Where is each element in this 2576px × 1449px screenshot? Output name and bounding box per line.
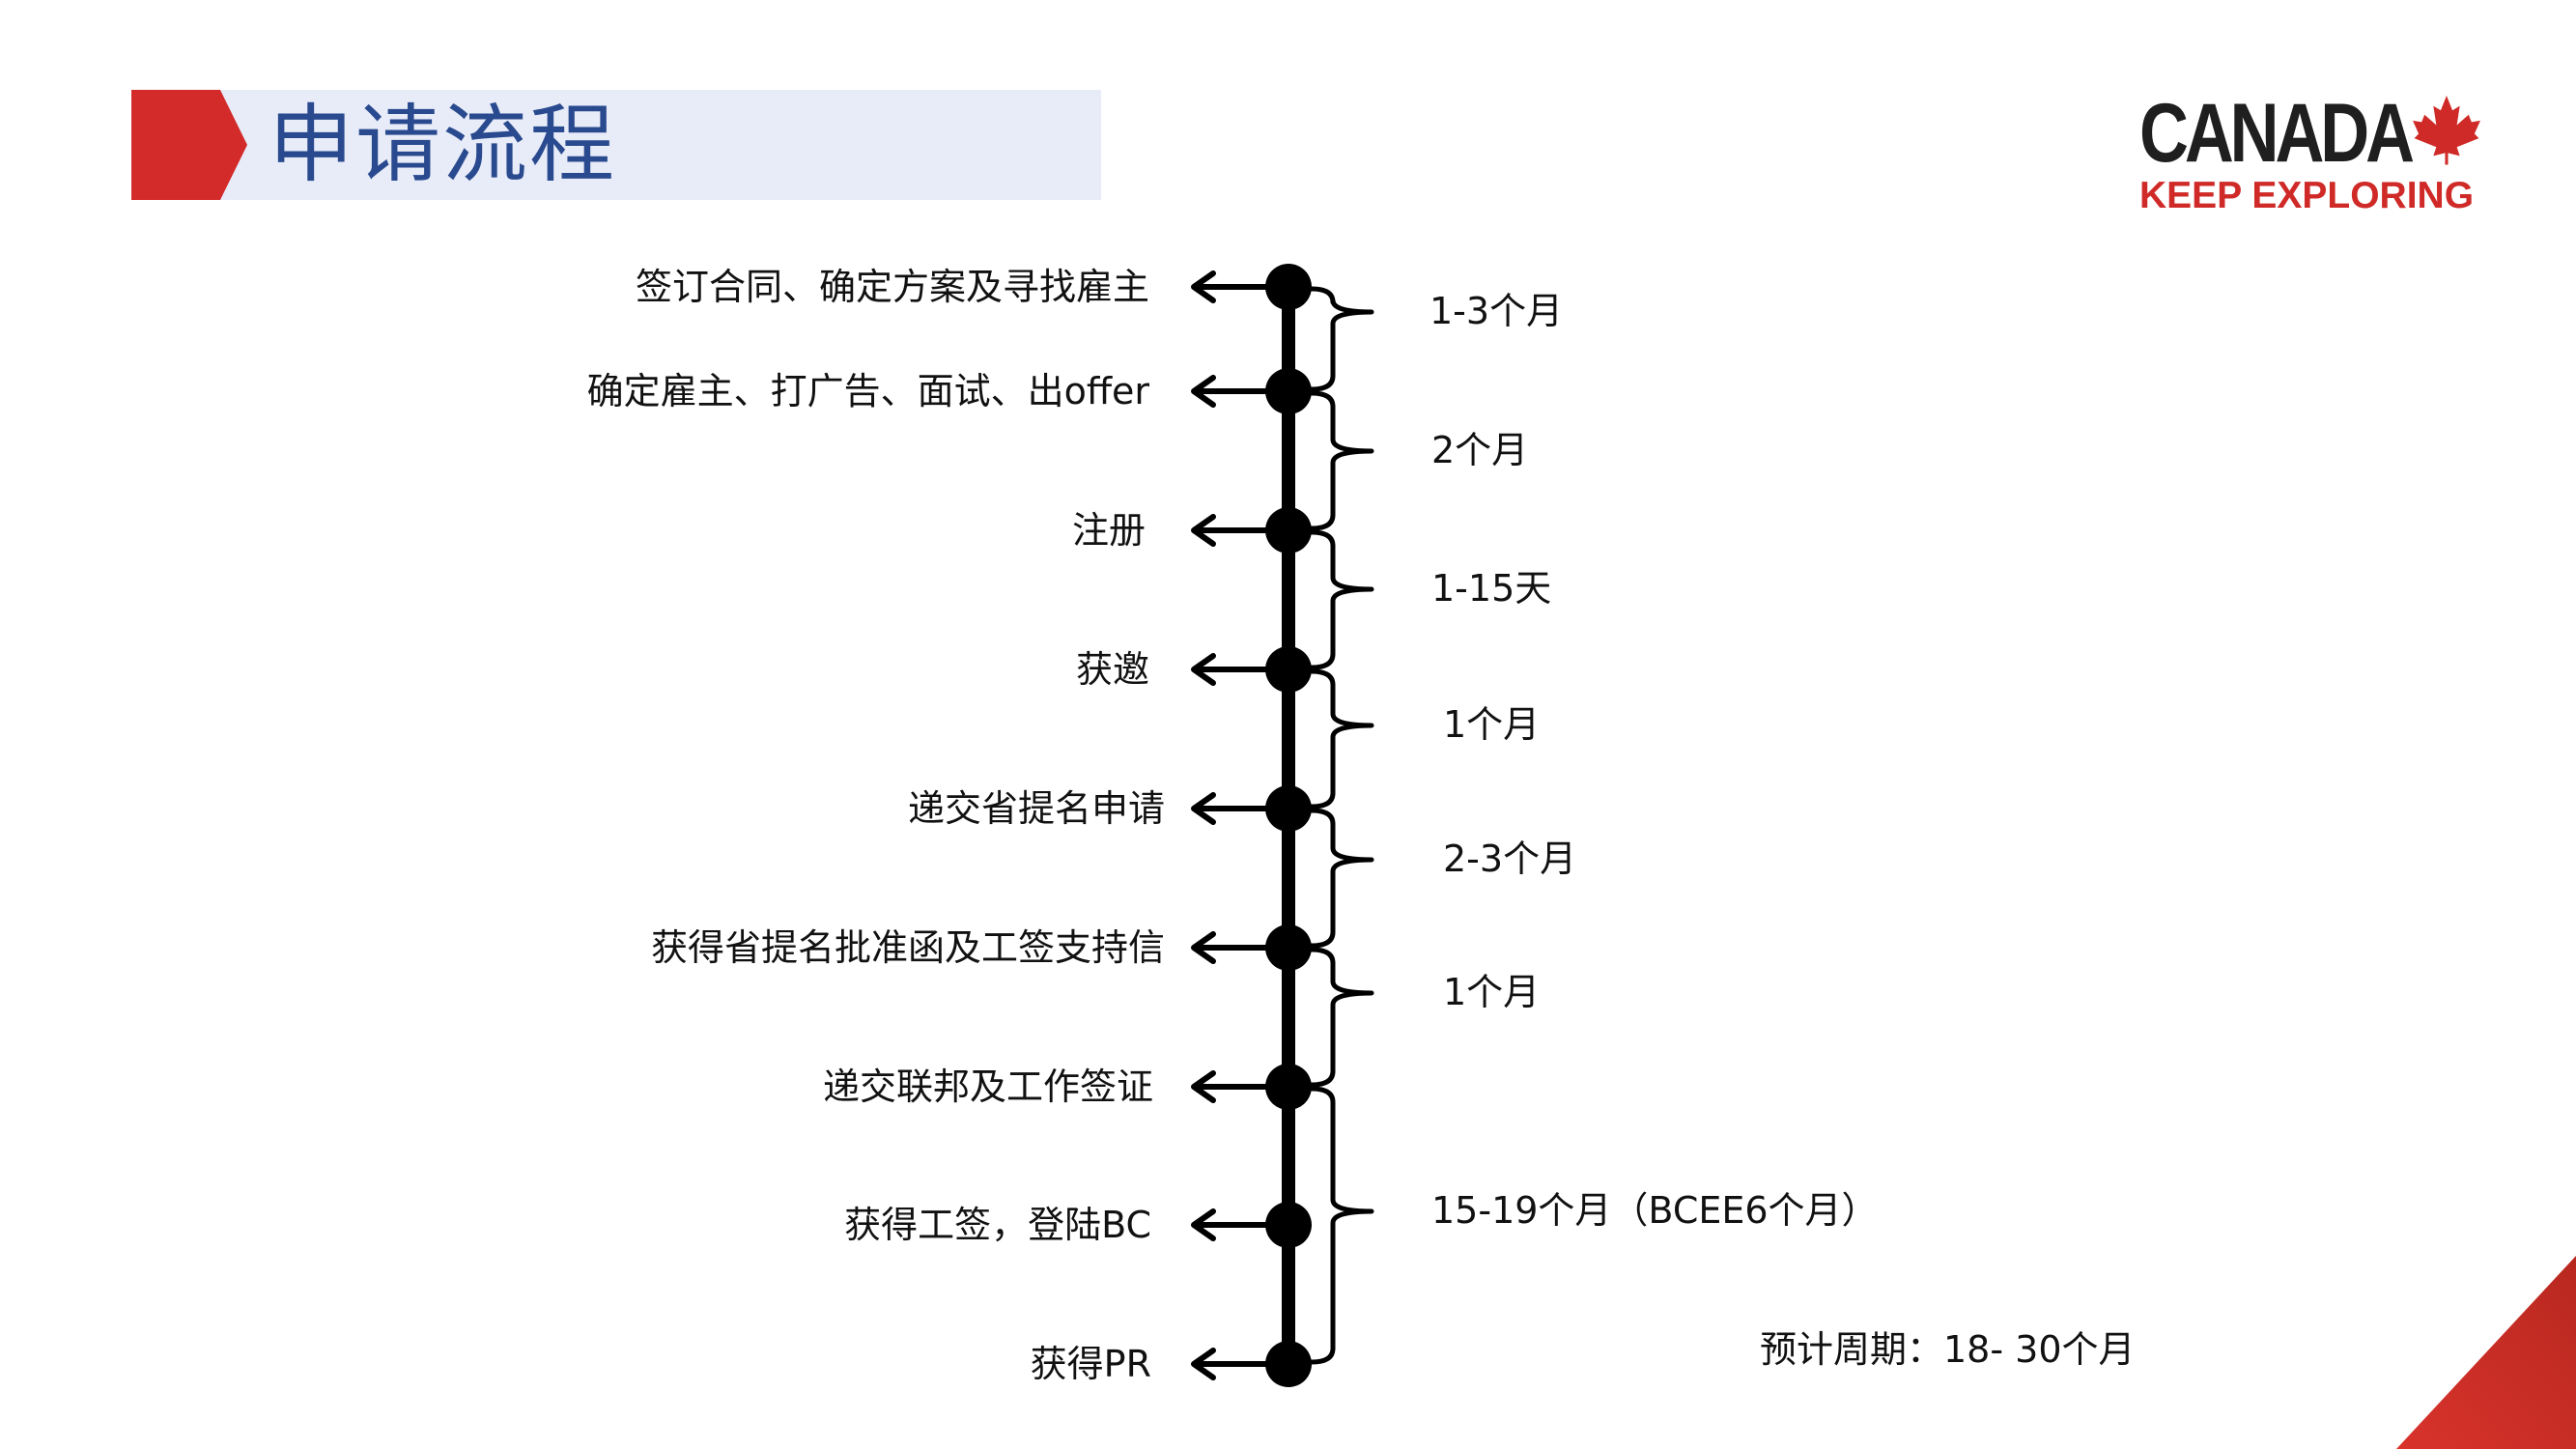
step-node [1265,264,1312,310]
maple-leaf-icon [2413,96,2480,165]
arrow-left-icon [1191,1070,1216,1103]
title-bar [131,90,1101,200]
step-node [1265,646,1312,693]
step-label: 递交省提名申请 [908,787,1165,830]
arrow-left-icon [1191,1208,1216,1241]
step-label: 确定雇主、打广告、面试、出offer [587,370,1150,412]
duration-label: 2个月 [1431,429,1528,471]
step-label: 注册 [1072,509,1146,552]
duration-label: 15-19个月（BCEE6个月） [1431,1189,1879,1232]
duration-label: 1个月 [1443,703,1540,746]
step-node [1265,1064,1312,1110]
title-arrow-icon [131,90,247,200]
arrow-left-icon [1191,270,1216,303]
step-node [1265,368,1312,414]
step-node [1265,507,1312,554]
step-label: 获邀 [1076,648,1149,691]
duration-label: 2-3个月 [1443,838,1576,880]
brand-slogan: KEEP EXPLORING [2139,175,2475,216]
duration-brace [1309,808,1374,949]
duration-label: 1-15天 [1431,567,1551,610]
step-label: 签订合同、确定方案及寻找雇主 [636,266,1149,308]
step-label: 递交联邦及工作签证 [823,1065,1153,1108]
step-node [1265,1202,1312,1248]
duration-brace [1309,390,1374,531]
duration-brace [1309,947,1374,1088]
step-label: 获得PR [1031,1343,1151,1385]
arrow-left-icon [1191,514,1216,547]
arrow-left-icon [1191,792,1216,825]
duration-brace [1309,529,1374,670]
duration-label: 1-3个月 [1430,290,1563,332]
step-node [1265,924,1312,971]
arrow-left-icon [1191,931,1216,964]
step-label: 获得工签，登陆BC [844,1204,1151,1246]
page-title: 申请流程 [269,95,617,194]
duration-brace [1309,286,1374,392]
brand-logo: CANADA KEEP EXPLORING [2135,85,2482,230]
corner-accent [2396,1256,2576,1449]
step-node [1265,785,1312,832]
arrow-left-icon [1191,1348,1216,1380]
arrow-left-icon [1191,375,1216,408]
arrow-left-icon [1191,653,1216,686]
duration-label: 1个月 [1443,971,1540,1013]
step-node [1265,1341,1312,1387]
total-duration-label: 预计周期：18- 30个月 [1760,1328,2136,1371]
step-label: 获得省提名批准函及工签支持信 [651,926,1165,969]
duration-brace [1309,668,1374,810]
brand-main-text: CANADA [2139,87,2415,180]
duration-brace [1309,1086,1374,1365]
